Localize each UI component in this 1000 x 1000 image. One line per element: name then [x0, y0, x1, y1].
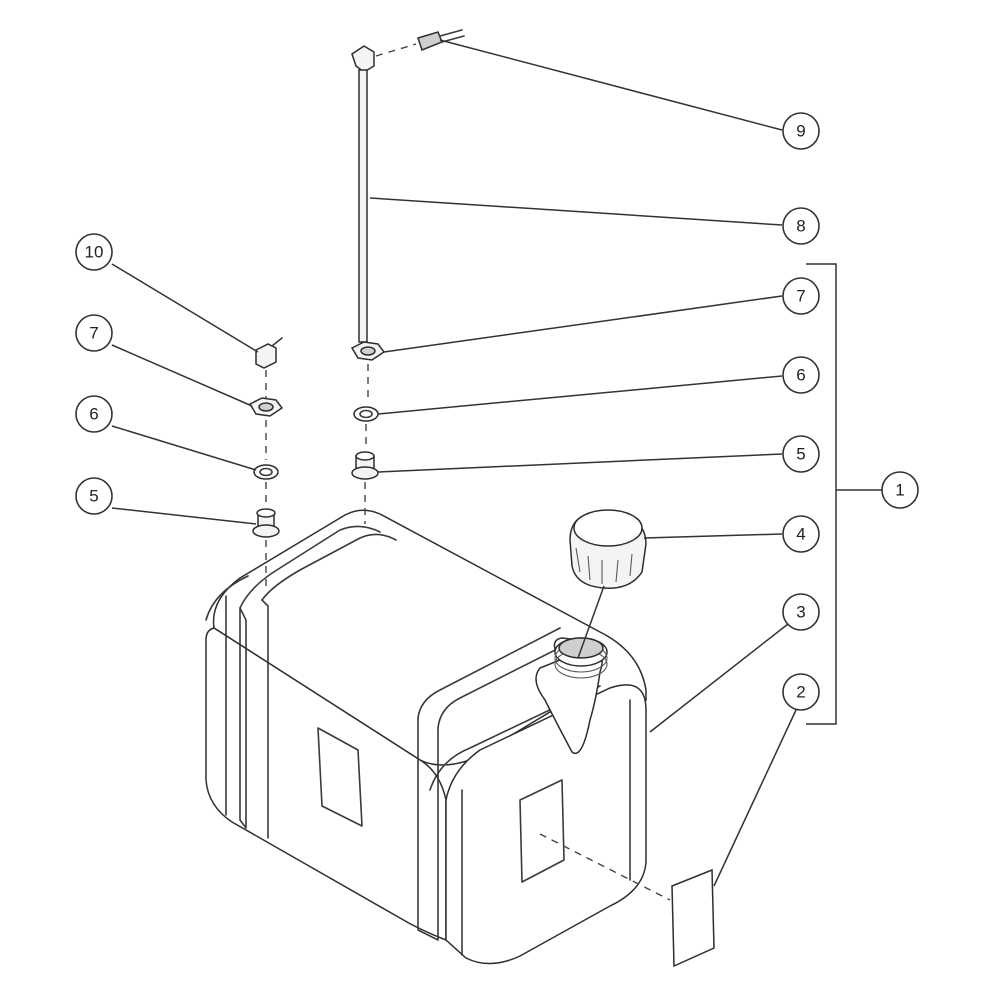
svg-text:4: 4 — [796, 525, 805, 544]
callout-1: 1 — [881, 471, 919, 509]
leader-lines — [111, 39, 882, 887]
left-elbow-fitting — [255, 343, 277, 369]
svg-text:7: 7 — [796, 287, 805, 306]
svg-text:7: 7 — [89, 324, 98, 343]
svg-text:5: 5 — [89, 487, 98, 506]
svg-text:1: 1 — [895, 481, 904, 500]
callout-9: 9 — [782, 112, 820, 150]
callout-6-right: 6 — [782, 356, 820, 394]
svg-text:5: 5 — [796, 445, 805, 464]
callout-8: 8 — [782, 207, 820, 245]
tank-label-recess-right — [519, 779, 565, 883]
label-plate — [671, 868, 715, 968]
callout-10: 10 — [75, 233, 113, 271]
callout-5-right: 5 — [782, 435, 820, 473]
tank-left-face — [205, 627, 447, 942]
hose-barb-fitting — [417, 31, 443, 51]
svg-text:6: 6 — [89, 405, 98, 424]
svg-text:9: 9 — [796, 122, 805, 141]
assembly-bracket — [806, 263, 837, 725]
tank-label-recess-left — [317, 727, 363, 827]
svg-text:10: 10 — [85, 243, 104, 262]
tank-strap-right — [417, 627, 561, 719]
callout-7-right: 7 — [782, 277, 820, 315]
tank-strap-left — [239, 607, 247, 829]
callout-6-left: 6 — [75, 395, 113, 433]
callout-4: 4 — [782, 515, 820, 553]
dip-tube — [358, 69, 368, 343]
svg-text:2: 2 — [796, 683, 805, 702]
label-plate-dashline — [539, 833, 671, 901]
filler-cap — [569, 509, 647, 659]
fuel-tank — [205, 509, 647, 965]
callout-5-left: 5 — [75, 477, 113, 515]
left-fitting-stack — [248, 337, 284, 590]
tank-right-face — [445, 684, 647, 965]
svg-text:6: 6 — [796, 366, 805, 385]
svg-text:8: 8 — [796, 217, 805, 236]
right-washer — [353, 406, 379, 422]
right-fitting-stack — [350, 29, 465, 524]
svg-text:3: 3 — [796, 603, 805, 622]
left-washer — [253, 464, 279, 480]
callout-7-left: 7 — [75, 314, 113, 352]
callout-2: 2 — [782, 673, 820, 711]
tube-elbow — [351, 45, 375, 73]
callout-3: 3 — [782, 593, 820, 631]
